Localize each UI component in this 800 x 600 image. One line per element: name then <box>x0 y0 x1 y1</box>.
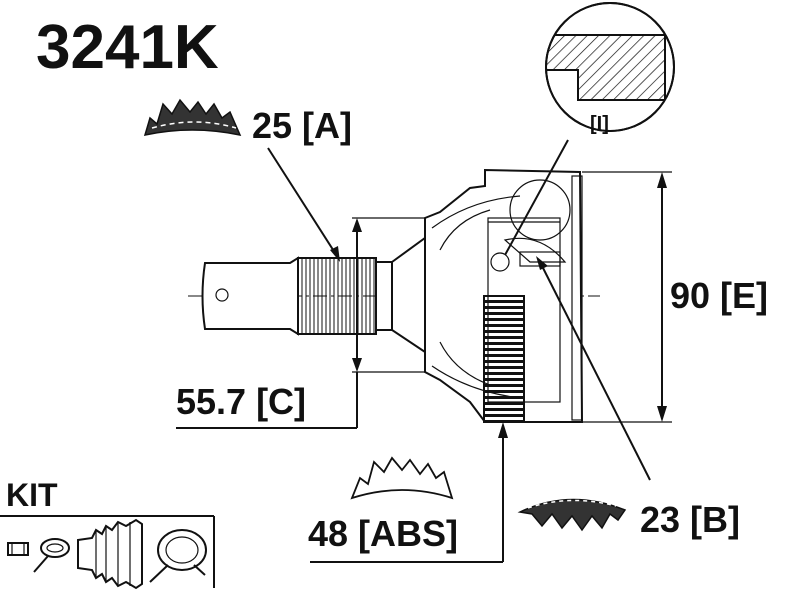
bell-housing <box>424 168 584 423</box>
nut-icon <box>7 542 29 556</box>
boot-icon <box>77 518 143 590</box>
detail-circle <box>504 2 675 256</box>
part-number-title: 3241K <box>36 13 219 82</box>
kit-box <box>0 515 215 588</box>
tooth-icon-b <box>517 498 627 532</box>
dim-c-lines <box>176 217 425 429</box>
detail-label: [I] <box>590 113 609 135</box>
kit-label: KIT <box>6 477 58 513</box>
spline-count-b-label: 23 [B] <box>640 499 740 540</box>
clamp-large-icon <box>149 529 207 583</box>
diameter-e-label: 90 [E] <box>670 275 768 316</box>
clamp-small-icon <box>33 538 70 573</box>
tooth-icon-a <box>143 98 242 137</box>
diameter-c-label: 55.7 [C] <box>176 381 306 422</box>
spline-count-label: 25 [A] <box>252 105 352 146</box>
tooth-icon-abs <box>350 456 454 500</box>
abs-teeth-label: 48 [ABS] <box>308 513 458 554</box>
stub-shaft <box>188 236 600 354</box>
dim-e-lines <box>582 171 672 423</box>
